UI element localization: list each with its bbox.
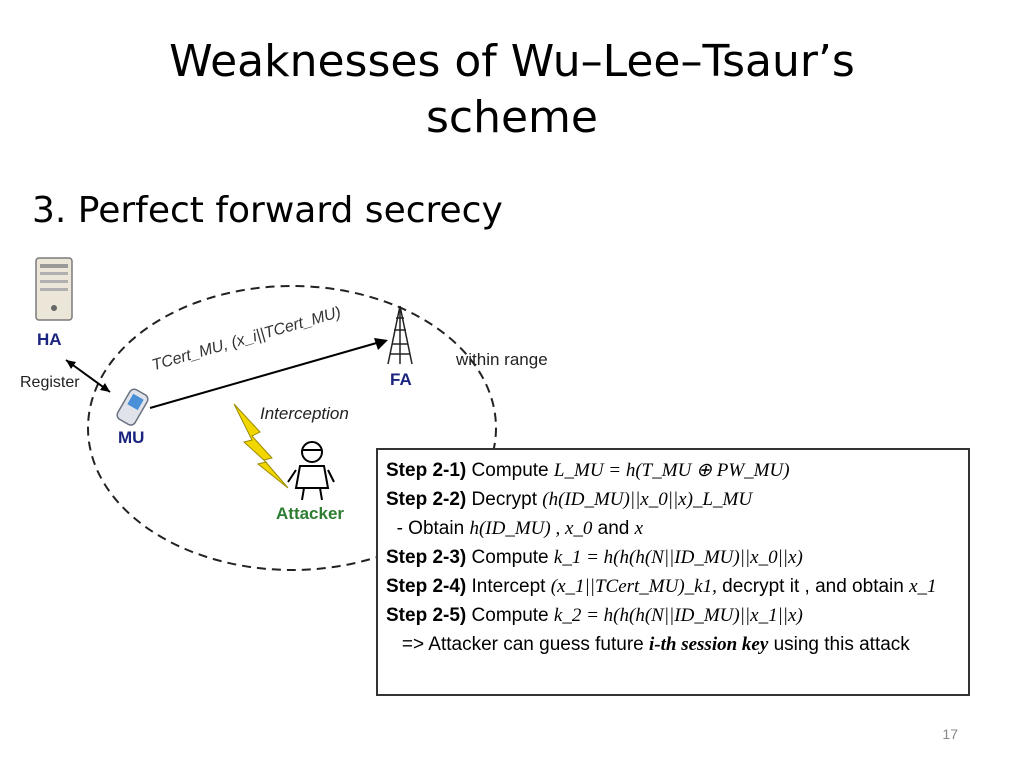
step-formula: x_1	[909, 576, 937, 597]
step-formula: (h(ID_MU)||x_0||x)_L_MU	[542, 489, 753, 510]
step-text: Compute	[471, 460, 549, 481]
attacker-label: Attacker	[276, 504, 345, 523]
attacker-icon	[287, 441, 335, 501]
page-number: 17	[942, 726, 958, 742]
ha-label: HA	[37, 330, 62, 349]
slide-title-line1: Weaknesses of Wu–Lee–Tsaur’s	[169, 36, 855, 87]
step-text: and	[597, 518, 630, 539]
mu-label: MU	[118, 428, 145, 447]
slide-subtitle: 3. Perfect forward secrecy	[32, 190, 503, 231]
step-formula: k_2 = h(h(h(N||ID_MU)||x_1||x)	[553, 605, 803, 626]
step-label: Step 2-4)	[386, 576, 467, 597]
step-formula: k_1 = h(h(h(N||ID_MU)||x_0||x)	[553, 547, 803, 568]
step-text: Decrypt	[471, 489, 537, 510]
step-label: Step 2-2)	[386, 489, 467, 510]
step-text: Compute	[471, 605, 549, 626]
conclusion-text: using this attack	[773, 634, 910, 655]
step-formula: L_MU = h(T_MU ⊕ PW_MU)	[553, 460, 790, 481]
step-formula: (x_1||TCert_MU)_k1,	[550, 576, 717, 597]
step-label: Step 2-5)	[386, 605, 467, 626]
step-row: Step 2-2) Decrypt (h(ID_MU)||x_0||x)_L_M…	[386, 485, 960, 514]
phone-icon	[116, 388, 149, 426]
conclusion-text: => Attacker can guess future	[401, 634, 644, 655]
server-icon	[35, 257, 73, 321]
step-row: Step 2-1) Compute L_MU = h(T_MU ⊕ PW_MU)	[386, 456, 960, 485]
steps-box: Step 2-1) Compute L_MU = h(T_MU ⊕ PW_MU)…	[376, 448, 970, 696]
step-label: Step 2-3)	[386, 547, 467, 568]
within-range-label: within range	[456, 350, 548, 369]
antenna-tower-icon	[387, 305, 413, 365]
step-formula: h(ID_MU) , x_0	[469, 518, 593, 539]
step-text: Compute	[471, 547, 549, 568]
register-label: Register	[20, 374, 80, 391]
step-row: Step 2-4) Intercept (x_1||TCert_MU)_k1, …	[386, 572, 960, 601]
interception-label: Interception	[260, 404, 349, 423]
step-label: Step 2-1)	[386, 460, 467, 481]
slide-title: Weaknesses of Wu–Lee–Tsaur’s scheme	[100, 34, 924, 146]
conclusion-emphasis: i-th session key	[649, 634, 769, 655]
step-text: decrypt it , and obtain	[722, 576, 904, 597]
fa-label: FA	[390, 370, 412, 389]
step-row: Step 2-5) Compute k_2 = h(h(h(N||ID_MU)|…	[386, 601, 960, 630]
conclusion: => Attacker can guess future i-th sessio…	[386, 630, 960, 659]
lightning-icon	[233, 403, 289, 489]
slide-title-line2: scheme	[425, 92, 598, 143]
step-formula: x	[634, 518, 644, 539]
message-arrow	[149, 341, 381, 409]
step-row: - Obtain h(ID_MU) , x_0 and x	[386, 514, 960, 543]
step-text: - Obtain	[396, 518, 465, 539]
network-diagram	[35, 257, 497, 571]
step-row: Step 2-3) Compute k_1 = h(h(h(N||ID_MU)|…	[386, 543, 960, 572]
step-text: Intercept	[471, 576, 546, 597]
range-ellipse	[87, 285, 497, 571]
